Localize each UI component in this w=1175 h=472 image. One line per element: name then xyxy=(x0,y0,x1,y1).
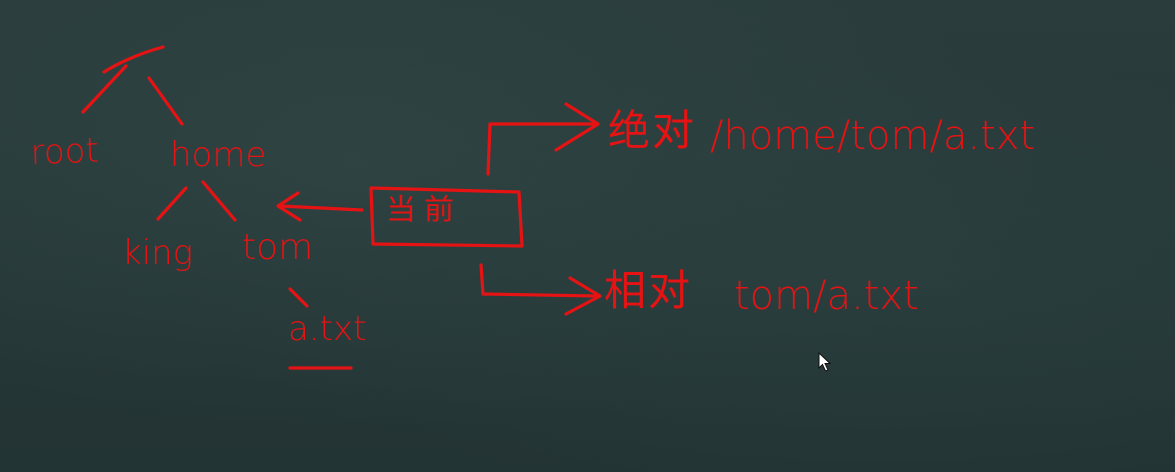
tree-node-tom: tom xyxy=(242,227,314,268)
edge-home-to-tom xyxy=(201,180,237,222)
current-box-outline xyxy=(369,186,524,248)
relative-path-value: tom/a.txt xyxy=(734,273,919,319)
arrow-relative-head xyxy=(564,276,602,316)
arrow-to-home-head xyxy=(276,191,302,222)
tree-node-king: king xyxy=(122,233,194,273)
arrow-absolute-shaft xyxy=(486,122,596,176)
edge-top-to-home xyxy=(147,76,184,126)
edge-top-to-root xyxy=(81,64,128,114)
tree-node-file: a.txt xyxy=(288,309,367,349)
tree-node-home: home xyxy=(170,135,267,175)
arrow-to-home-shaft xyxy=(278,204,364,212)
arrow-relative-shaft xyxy=(479,263,598,298)
absolute-path-label: 绝对 xyxy=(608,106,697,155)
edge-tom-to-file xyxy=(288,287,309,308)
arrow-absolute-head xyxy=(554,102,600,152)
absolute-path-value: /home/tom/a.txt xyxy=(710,113,1036,159)
tree-top-bar xyxy=(102,45,165,74)
tree-node-root: root xyxy=(29,130,100,173)
mouse-pointer-icon xyxy=(818,352,832,372)
relative-path-label: 相对 xyxy=(604,266,693,315)
edge-home-to-king xyxy=(156,186,188,221)
current-directory-label: 当前 xyxy=(386,193,462,227)
